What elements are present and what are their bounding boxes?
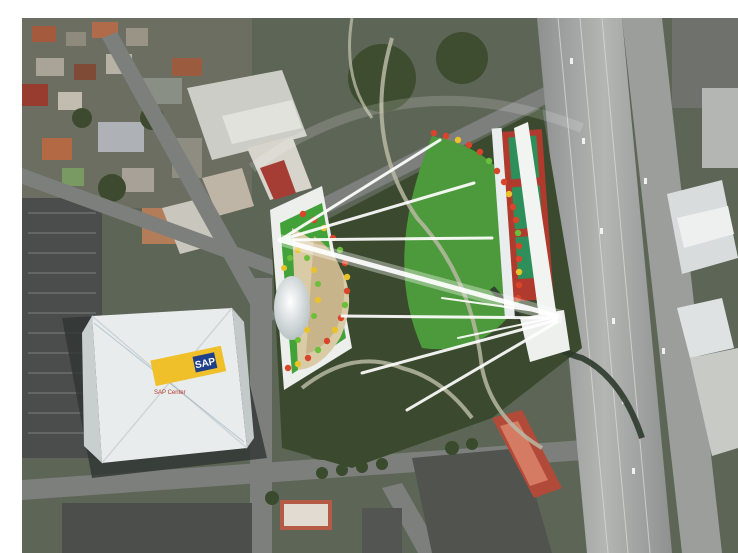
path-north <box>348 18 374 119</box>
cable-beams <box>277 138 560 412</box>
dome <box>274 276 310 340</box>
main-beam-shadow <box>280 234 562 324</box>
arena-roof-text: SAP Center <box>154 390 186 396</box>
ring-overlay <box>249 95 584 173</box>
arena <box>82 307 254 464</box>
pylon-right <box>514 122 560 356</box>
arena-sign-text: SAP <box>194 356 217 371</box>
buildings-right <box>667 18 738 456</box>
freeway <box>537 18 722 553</box>
buildings-bottom <box>280 410 562 530</box>
aerial-rendering-frame: SAP SAP Center <box>22 18 738 553</box>
dot-arc-left <box>281 210 351 372</box>
dot-arc-right <box>430 129 523 302</box>
aerial-scene: SAP SAP Center <box>22 18 738 553</box>
warehouse-buildings <box>162 70 312 254</box>
arena-roof-sign: SAP <box>150 345 227 387</box>
parking-lot-bottom <box>62 448 552 553</box>
street-trees <box>265 438 478 505</box>
park-paths <box>300 37 544 450</box>
